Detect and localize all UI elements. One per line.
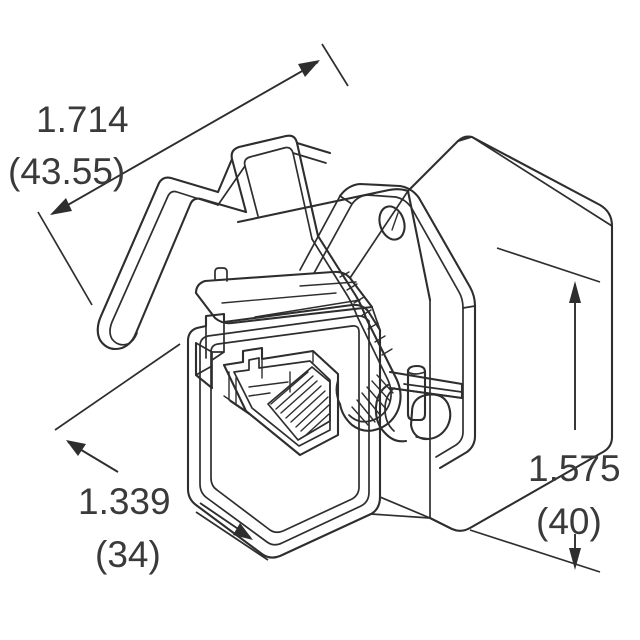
dim-1714-inches: 1.714 xyxy=(36,99,129,140)
dim-1714-mm: (43.55) xyxy=(8,151,125,192)
dim-1339-inches: 1.339 xyxy=(78,481,171,522)
mounting-hole xyxy=(378,205,406,241)
rj45-port xyxy=(222,346,340,457)
release-knob xyxy=(374,364,464,443)
bail-arm-shading xyxy=(339,271,393,356)
dim-1575-inches: 1.575 xyxy=(528,448,621,489)
dimension-overall-width: 1.339 (34) xyxy=(54,343,269,575)
dimension-overall-depth: 1.575 (40) xyxy=(469,247,621,573)
dim-1575-mm: (40) xyxy=(536,501,602,542)
mounting-bracket xyxy=(299,182,477,470)
wire-bail-latch xyxy=(96,134,402,432)
dim-1339-mm: (34) xyxy=(95,534,161,575)
body-construction-edges xyxy=(349,190,431,519)
dimension-overall-height-latch: 1.714 (43.55) xyxy=(8,43,349,306)
contact-pins xyxy=(267,366,331,441)
jack-housing xyxy=(186,267,382,559)
